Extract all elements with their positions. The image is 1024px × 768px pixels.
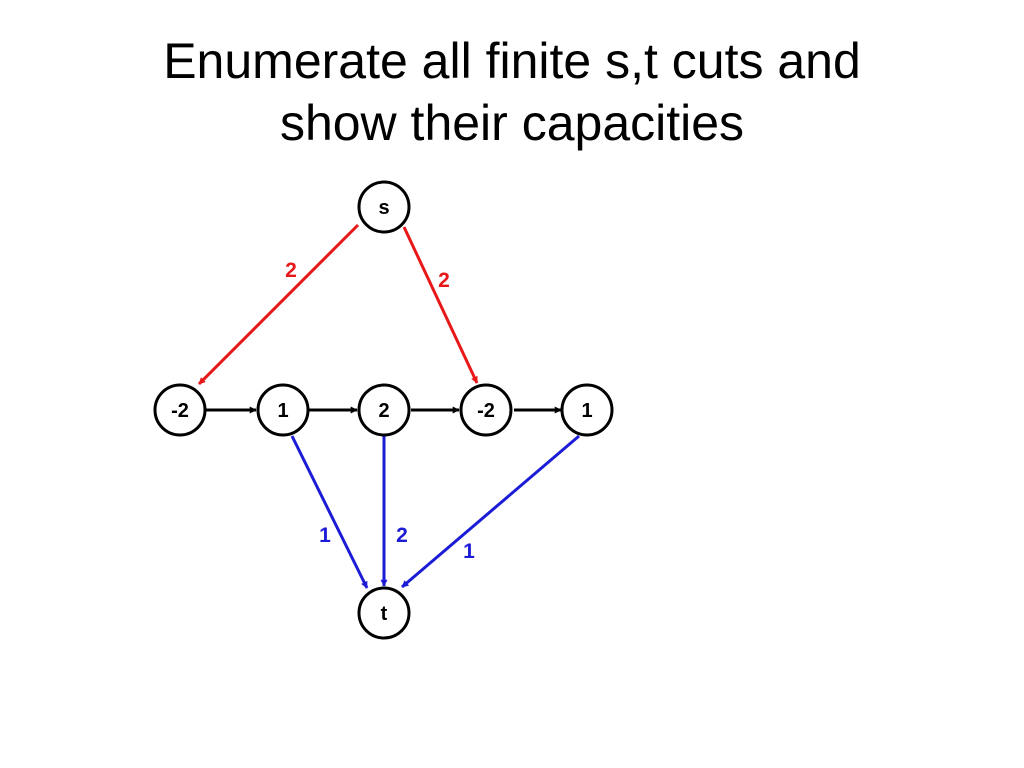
node-2-label: 1 [277, 400, 288, 422]
node-2: 1 [256, 383, 310, 437]
slide-title: Enumerate all finite s,t cuts and show t… [0, 30, 1024, 154]
capacity-label-n3-t: 2 [396, 524, 408, 547]
node-4-label: -2 [477, 400, 495, 422]
node-4: -2 [459, 383, 513, 437]
node-s-label: s [378, 197, 389, 219]
node-t-label: t [381, 603, 388, 625]
node-3-label: 2 [378, 400, 389, 422]
node-s: s [357, 180, 411, 234]
node-5: 1 [560, 383, 614, 437]
capacity-label-s-n1: 2 [285, 259, 297, 282]
capacity-label-s-n4: 2 [438, 269, 450, 292]
edge-s-to-n4 [402, 226, 479, 384]
capacity-label-n2-t: 1 [319, 524, 331, 547]
node-t: t [357, 586, 411, 640]
edge-s-to-n1 [197, 223, 360, 386]
node-1-label: -2 [171, 400, 189, 422]
node-1: -2 [153, 383, 207, 437]
edge-n2-to-t [290, 435, 369, 589]
node-3: 2 [357, 383, 411, 437]
capacity-label-n5-t: 1 [463, 540, 475, 563]
node-5-label: 1 [581, 400, 592, 422]
title-line-2: show their capacities [279, 95, 745, 151]
edge-n5-to-t [401, 434, 580, 589]
title-line-1: Enumerate all finite s,t cuts and [163, 33, 861, 89]
